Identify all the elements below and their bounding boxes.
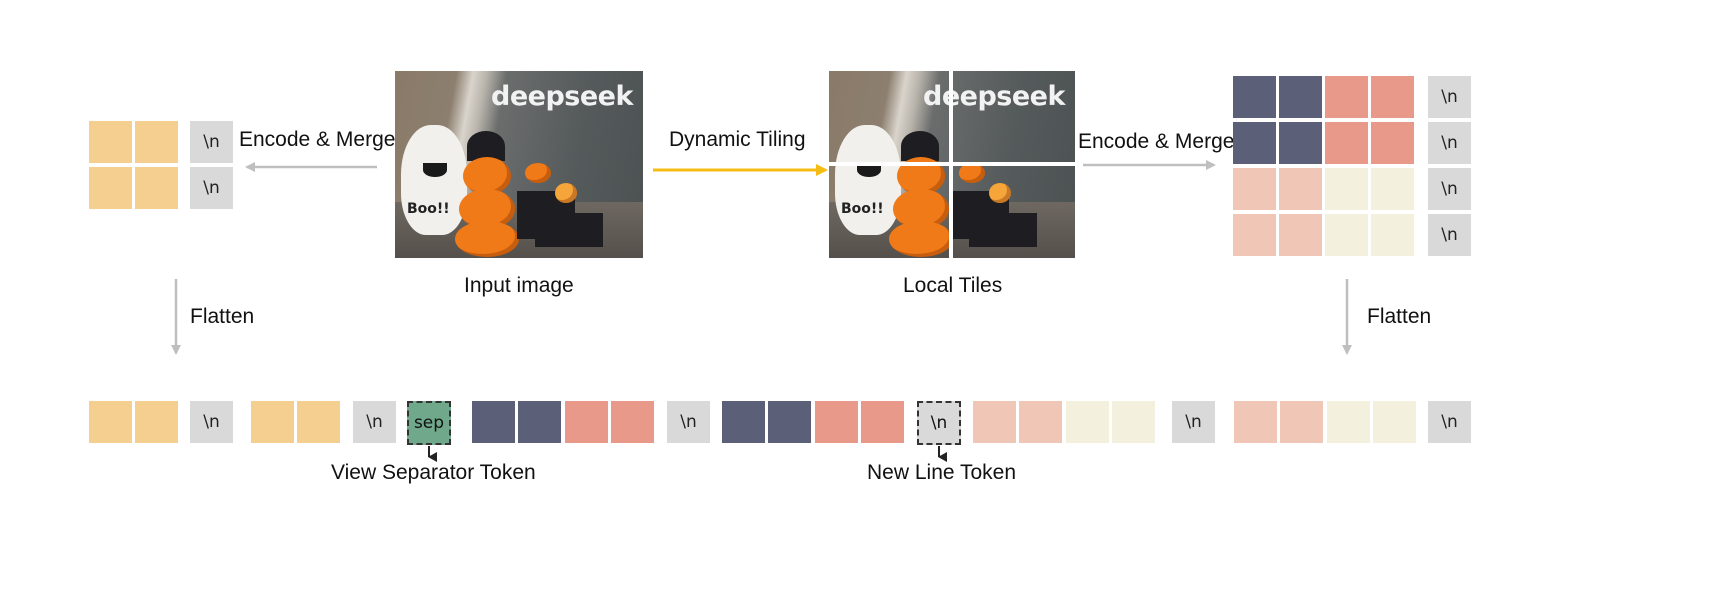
tile-token [1234, 401, 1277, 443]
ghost-face [857, 163, 881, 177]
highlighted-newline-token: \n [917, 401, 961, 445]
global-token [251, 401, 294, 443]
tile-token [973, 401, 1016, 443]
view-separator-caption: View Separator Token [331, 461, 536, 484]
local-tiles-caption: Local Tiles [903, 274, 1003, 297]
newline-token: \n [190, 401, 233, 443]
global-token [89, 121, 132, 163]
newline-token: \n [1428, 168, 1471, 210]
tile-token [861, 401, 904, 443]
flatten-right-label: Flatten [1367, 305, 1432, 328]
tile-token [565, 401, 608, 443]
ghost-figure [401, 125, 467, 235]
boo-sign: Boo!! [841, 201, 884, 217]
tile-token [1280, 401, 1323, 443]
tile-token [1371, 168, 1414, 210]
tile-token [1325, 76, 1368, 118]
lantern-pumpkin [989, 183, 1011, 203]
input-image: deepseek Boo!! [395, 71, 643, 258]
newline-token: \n [1428, 401, 1471, 443]
ghost-figure [835, 125, 901, 235]
encode-merge-left-label: Encode & Merge [239, 128, 396, 151]
input-image-caption: Input image [464, 274, 574, 297]
tile-token [1066, 401, 1109, 443]
newline-token: \n [1428, 76, 1471, 118]
deepseek-logo: deepseek [923, 81, 1065, 112]
tile-token [1112, 401, 1155, 443]
tile-token [1019, 401, 1062, 443]
tile-token [1279, 168, 1322, 210]
tile-token [1233, 214, 1276, 256]
newline-token: \n [1428, 122, 1471, 164]
new-line-token-caption: New Line Token [867, 461, 1017, 484]
global-token [297, 401, 340, 443]
tile-token [1371, 76, 1414, 118]
tile-token [1279, 214, 1322, 256]
global-view-token-grid: \n \n [89, 121, 237, 213]
tile-token [1279, 122, 1322, 164]
local-view-token-grid: \n \n \n \n [1233, 76, 1473, 260]
tile-token [518, 401, 561, 443]
tile-token [1371, 214, 1414, 256]
newline-token: \n [353, 401, 396, 443]
global-token [135, 167, 178, 209]
tile-divider-horizontal [829, 162, 1075, 166]
tile-token [1233, 122, 1276, 164]
global-token [89, 401, 132, 443]
tile-token [1327, 401, 1370, 443]
tile-token [1371, 122, 1414, 164]
tile-token [1233, 76, 1276, 118]
global-token [135, 401, 178, 443]
witch-hat [901, 131, 939, 161]
local-tiles-image: deepseek Boo!! [829, 71, 1075, 258]
lantern-pumpkin [555, 183, 577, 203]
tile-token [611, 401, 654, 443]
newline-token: \n [1172, 401, 1215, 443]
encode-merge-right-label: Encode & Merge [1078, 130, 1235, 153]
dynamic-tiling-label: Dynamic Tiling [669, 128, 806, 151]
newline-token: \n [667, 401, 710, 443]
witch-hat [467, 131, 505, 161]
small-pumpkin [959, 163, 985, 183]
deepseek-logo: deepseek [491, 81, 633, 112]
tile-token [768, 401, 811, 443]
tile-token [1279, 76, 1322, 118]
newline-token: \n [190, 121, 233, 163]
tile-token [472, 401, 515, 443]
boo-sign: Boo!! [407, 201, 450, 217]
view-separator-token: sep [407, 401, 451, 445]
tile-token [1325, 214, 1368, 256]
tile-token [1373, 401, 1416, 443]
tile-token [1325, 168, 1368, 210]
tile-token [815, 401, 858, 443]
newline-token: \n [190, 167, 233, 209]
tile-token [1325, 122, 1368, 164]
gift-boxes-low [969, 213, 1037, 247]
flattened-token-sequence: \n \n sep \n \n \n \n [0, 401, 1734, 447]
ghost-face [423, 163, 447, 177]
tile-token [1233, 168, 1276, 210]
pumpkin-bottom [889, 221, 953, 257]
pumpkin-bottom [455, 221, 519, 257]
tile-token [722, 401, 765, 443]
pumpkin-top [463, 157, 511, 195]
flatten-left-label: Flatten [190, 305, 255, 328]
newline-token: \n [1428, 214, 1471, 256]
small-pumpkin [525, 163, 551, 183]
global-token [135, 121, 178, 163]
gift-boxes-low [535, 213, 603, 247]
global-token [89, 167, 132, 209]
